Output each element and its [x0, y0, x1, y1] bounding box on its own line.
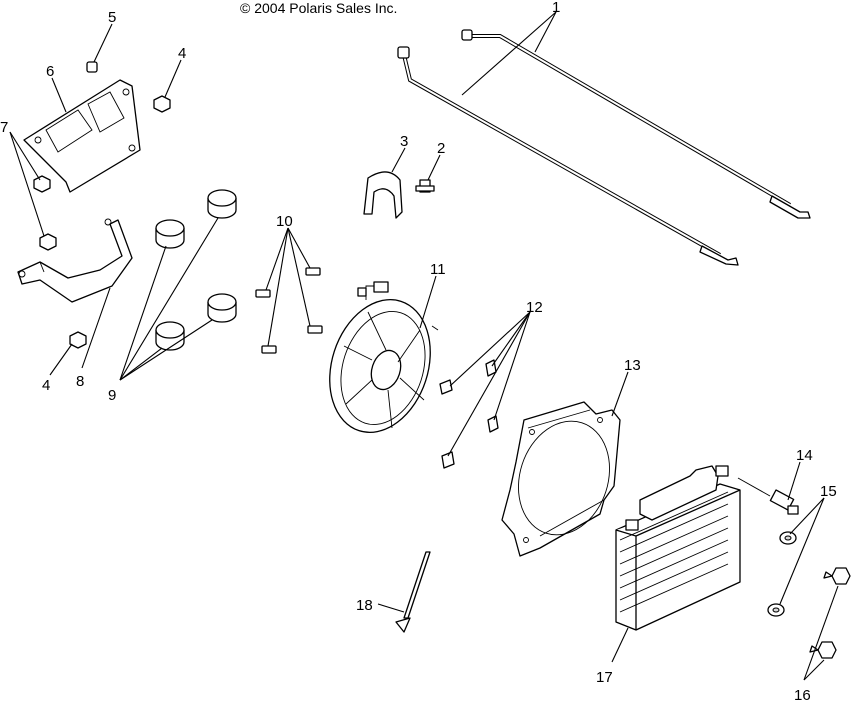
- leader-11: [419, 275, 437, 329]
- leader-1b: [461, 11, 557, 96]
- clips-12: [439, 359, 499, 469]
- callout-5: 5: [108, 9, 116, 26]
- leader-16b: [803, 659, 825, 681]
- grommet-9b: [207, 189, 237, 219]
- callout-9: 9: [108, 387, 116, 404]
- leader-16a: [803, 585, 839, 681]
- callout-16: 16: [794, 687, 811, 704]
- screws-10: [255, 267, 323, 354]
- leader-15a: [789, 497, 825, 535]
- nut-7a: [33, 175, 51, 193]
- cable-tie-18: [395, 551, 431, 633]
- callout-1: 1: [552, 0, 560, 16]
- callout-7: 7: [0, 119, 8, 136]
- leader-10b: [287, 227, 311, 269]
- mount-bracket-8: [17, 218, 133, 303]
- leader-9a: [119, 245, 167, 381]
- coolant-tubes: [397, 29, 811, 266]
- bracket-plate-6: [23, 79, 141, 193]
- nut-4-top: [153, 95, 171, 113]
- bolt-2: [415, 179, 435, 193]
- callout-3: 3: [400, 133, 408, 150]
- callout-15: 15: [820, 483, 837, 500]
- grommet-9a: [155, 219, 185, 249]
- leader-10c: [287, 227, 311, 327]
- callout-12: 12: [526, 299, 543, 316]
- leader-4-bottom: [49, 343, 73, 376]
- leader-12d: [447, 311, 531, 457]
- leader-2: [427, 154, 441, 181]
- callout-6: 6: [46, 63, 54, 80]
- leader-17: [611, 627, 629, 663]
- leader-9d: [119, 319, 213, 381]
- leader-5: [93, 23, 113, 63]
- fan-shroud-13: [501, 401, 621, 557]
- leader-15b: [779, 497, 825, 605]
- leader-10a: [265, 227, 289, 291]
- clamp-3: [363, 171, 403, 219]
- leader-9c: [119, 347, 163, 381]
- leader-10d: [267, 227, 289, 347]
- temp-sensor-14: [737, 477, 799, 515]
- callout-4-bottom: 4: [42, 377, 50, 394]
- leader-8: [81, 287, 111, 369]
- copyright-text: © 2004 Polaris Sales Inc.: [240, 0, 397, 16]
- washers-15: [767, 531, 797, 617]
- callout-10: 10: [276, 213, 293, 230]
- callout-2: 2: [437, 140, 445, 157]
- leader-6: [51, 77, 67, 113]
- screw-5: [86, 61, 98, 73]
- callout-14: 14: [796, 447, 813, 464]
- leader-7b: [9, 131, 45, 237]
- callout-11: 11: [430, 261, 446, 278]
- callout-17: 17: [596, 669, 613, 686]
- leader-13: [611, 371, 629, 417]
- leader-18: [377, 603, 405, 613]
- leader-1a: [534, 11, 557, 53]
- callout-13: 13: [624, 357, 641, 374]
- leader-12c: [493, 311, 531, 421]
- leader-7a: [9, 131, 41, 181]
- rivets-16: [809, 567, 851, 659]
- nut-7b: [39, 233, 57, 251]
- grommet-9c: [155, 321, 185, 351]
- leader-9b: [119, 217, 219, 381]
- callout-4-top: 4: [178, 45, 186, 62]
- callout-18: 18: [356, 597, 373, 614]
- nut-4-bottom: [69, 331, 87, 349]
- grommet-9d: [207, 293, 237, 323]
- leader-12a: [449, 311, 531, 387]
- radiator-17: [615, 465, 741, 631]
- leader-14: [787, 461, 801, 501]
- leader-12b: [491, 311, 531, 367]
- leader-3: [391, 147, 406, 173]
- callout-8: 8: [76, 373, 84, 390]
- cooling-fan-11: [329, 281, 439, 434]
- leader-4-top: [164, 59, 182, 98]
